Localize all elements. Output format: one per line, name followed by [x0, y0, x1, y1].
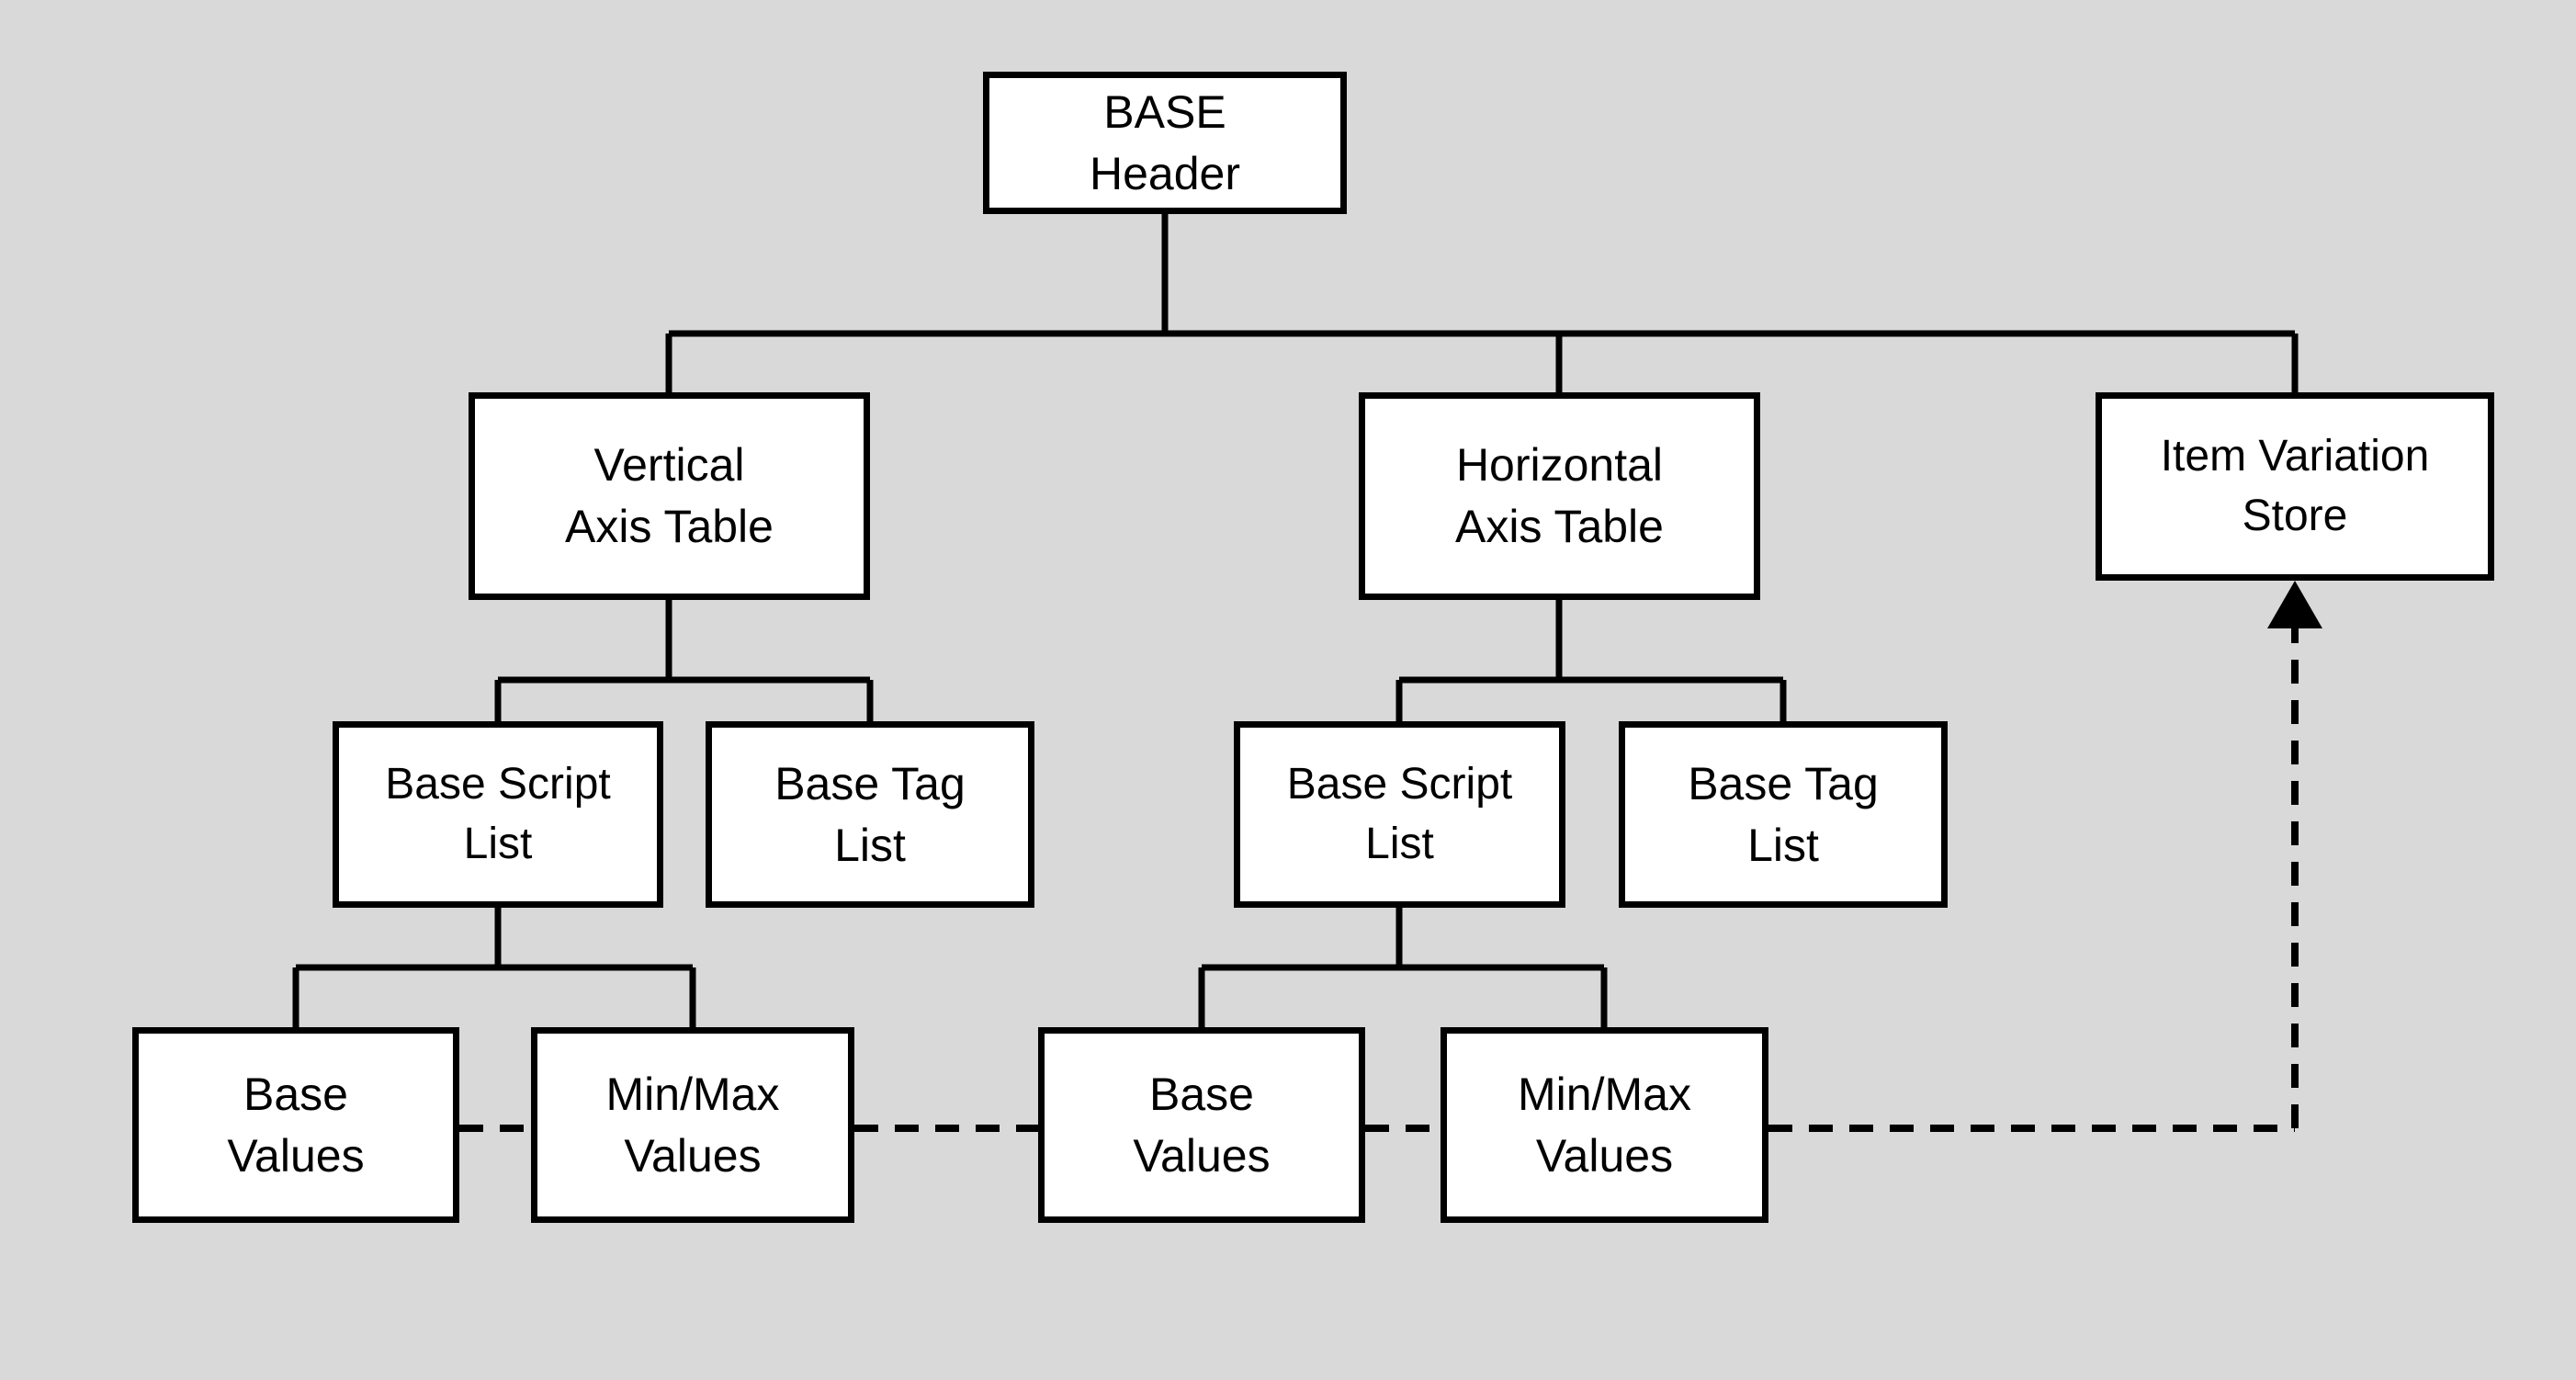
node-base-tag-list-horizontal-line-1: Base Tag [1688, 757, 1879, 809]
node-item-variation-store-line-1: Item Variation [2160, 432, 2430, 481]
node-base-values-horizontal-line-1: Base [1149, 1068, 1254, 1120]
node-horizontal-axis-table-line-1: Horizontal [1455, 439, 1664, 491]
node-horizontal-axis-table-line-2: Axis Table [1455, 501, 1664, 552]
node-min-max-values-horizontal-line-1: Min/Max [1518, 1068, 1691, 1120]
arrowheads [2267, 581, 2322, 628]
node-base-script-list-horizontal-line-2: List [1365, 819, 1434, 868]
node-min-max-values-vertical-line-1: Min/Max [605, 1068, 780, 1120]
node-base-script-list-horizontal-line-1: Base Script [1286, 760, 1513, 809]
arrow-to-item-variation-store [2267, 581, 2322, 628]
node-vertical-axis-table-line-2: Axis Table [565, 501, 774, 552]
node-min-max-values-horizontal-line-2: Values [1535, 1129, 1674, 1182]
node-base-values-vertical-line-1: Base [243, 1068, 348, 1120]
node-vertical-axis-table-line-1: Vertical [593, 439, 745, 491]
node-item-variation-store-line-2: Store [2242, 491, 2348, 540]
node-base-tag-list-vertical-line-1: Base Tag [774, 757, 966, 809]
node-base-tag-list-horizontal-line-2: List [1747, 819, 1819, 871]
node-base-tag-list-vertical-line-2: List [834, 819, 906, 871]
node-base-header-line-2: Header [1090, 147, 1240, 199]
node-base-values-vertical-line-2: Values [227, 1129, 365, 1182]
node-base-script-list-vertical-line-1: Base Script [385, 760, 611, 809]
node-min-max-values-vertical-line-2: Values [624, 1129, 762, 1182]
node-base-values-horizontal-line-2: Values [1133, 1129, 1271, 1182]
node-base-header-line-1: BASE [1103, 85, 1226, 138]
node-base-header[interactable]: BASE Header [983, 72, 1347, 214]
node-base-script-list-vertical-line-2: List [463, 819, 533, 868]
